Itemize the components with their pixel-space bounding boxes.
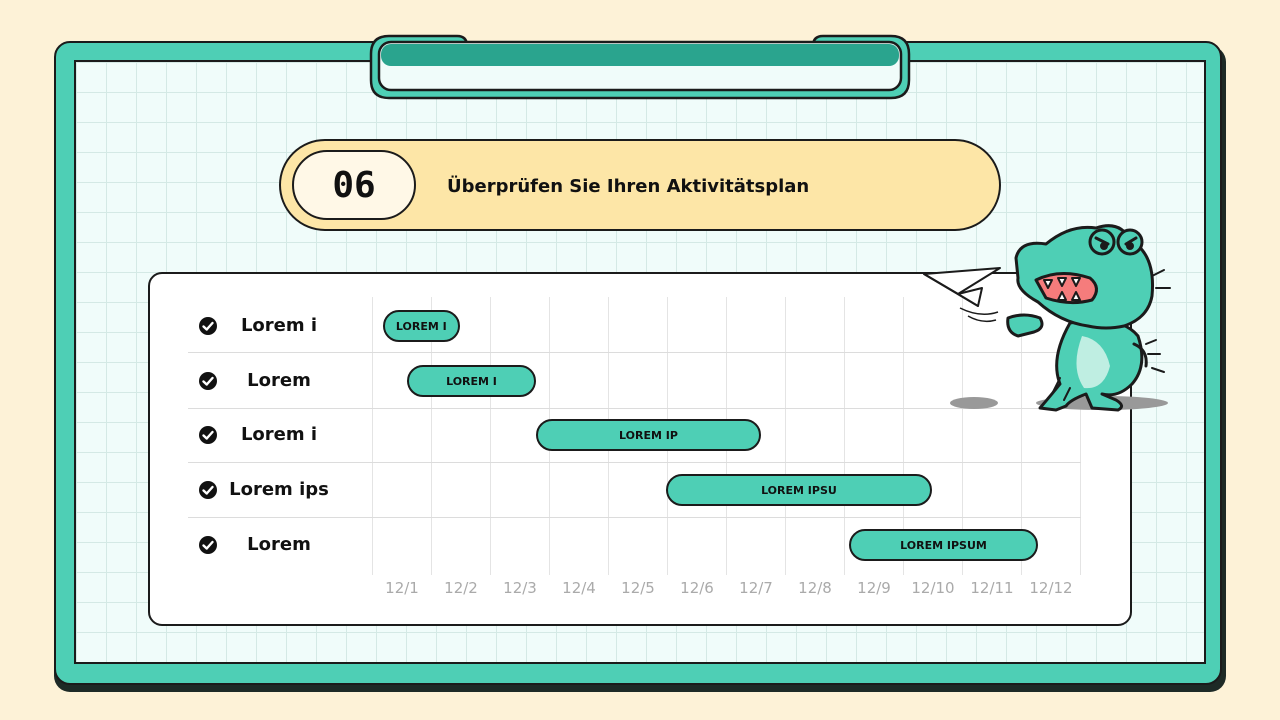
gantt-bar: LOREM IP [536,419,761,451]
task-row: Lorem ips [190,475,370,505]
task-label: Lorem i [240,315,318,336]
crocodile-body [1006,224,1171,412]
date-tick-label: 12/10 [911,579,955,597]
task-row: Lorem i [190,420,370,450]
grid-row-line [188,517,1081,518]
grid-row-line [188,462,1081,463]
gantt-bar: LOREM I [406,365,537,397]
crocodile-mascot-illustration [923,224,1171,412]
shadow-small [950,397,998,409]
clipboard-clip [369,34,911,100]
date-tick-label: 12/9 [857,579,891,597]
gantt-bar: LOREM I [383,310,460,342]
date-tick-label: 12/4 [562,579,596,597]
section-number: 06 [292,150,416,220]
date-tick-label: 12/2 [444,579,478,597]
date-tick-label: 12/1 [385,579,419,597]
grid-column-line [372,297,373,575]
task-label: Lorem [247,370,311,391]
check-circle-icon [198,371,218,391]
grid-column-line [1021,297,1022,575]
date-tick-label: 12/12 [1029,579,1073,597]
date-tick-label: 12/8 [798,579,832,597]
grid-column-line [1080,297,1081,575]
grid-row-line [188,408,1081,409]
grid-column-line [431,297,432,575]
check-circle-icon [198,316,218,336]
task-row: Lorem [190,366,370,396]
paper-plane-icon [923,267,1001,307]
grid-column-line [844,297,845,575]
gantt-bar: LOREM IPSU [666,474,932,506]
grid-column-line [785,297,786,575]
task-label: Lorem [247,534,311,555]
task-label: Lorem i [240,424,318,445]
check-circle-icon [198,535,218,555]
gantt-bar: LOREM IPSUM [849,529,1038,561]
task-row: Lorem i [190,311,370,341]
date-tick-label: 12/11 [970,579,1014,597]
date-tick-label: 12/7 [739,579,773,597]
grid-column-line [490,297,491,575]
check-circle-icon [198,480,218,500]
grid-row-line [188,352,1081,353]
date-tick-label: 12/3 [503,579,537,597]
grid-column-line [962,297,963,575]
task-row: Lorem [190,530,370,560]
page-title: Überprüfen Sie Ihren Aktivitätsplan [447,176,810,197]
grid-column-line [903,297,904,575]
date-tick-label: 12/6 [680,579,714,597]
date-tick-label: 12/5 [621,579,655,597]
task-label: Lorem ips [229,479,329,500]
check-circle-icon [198,425,218,445]
